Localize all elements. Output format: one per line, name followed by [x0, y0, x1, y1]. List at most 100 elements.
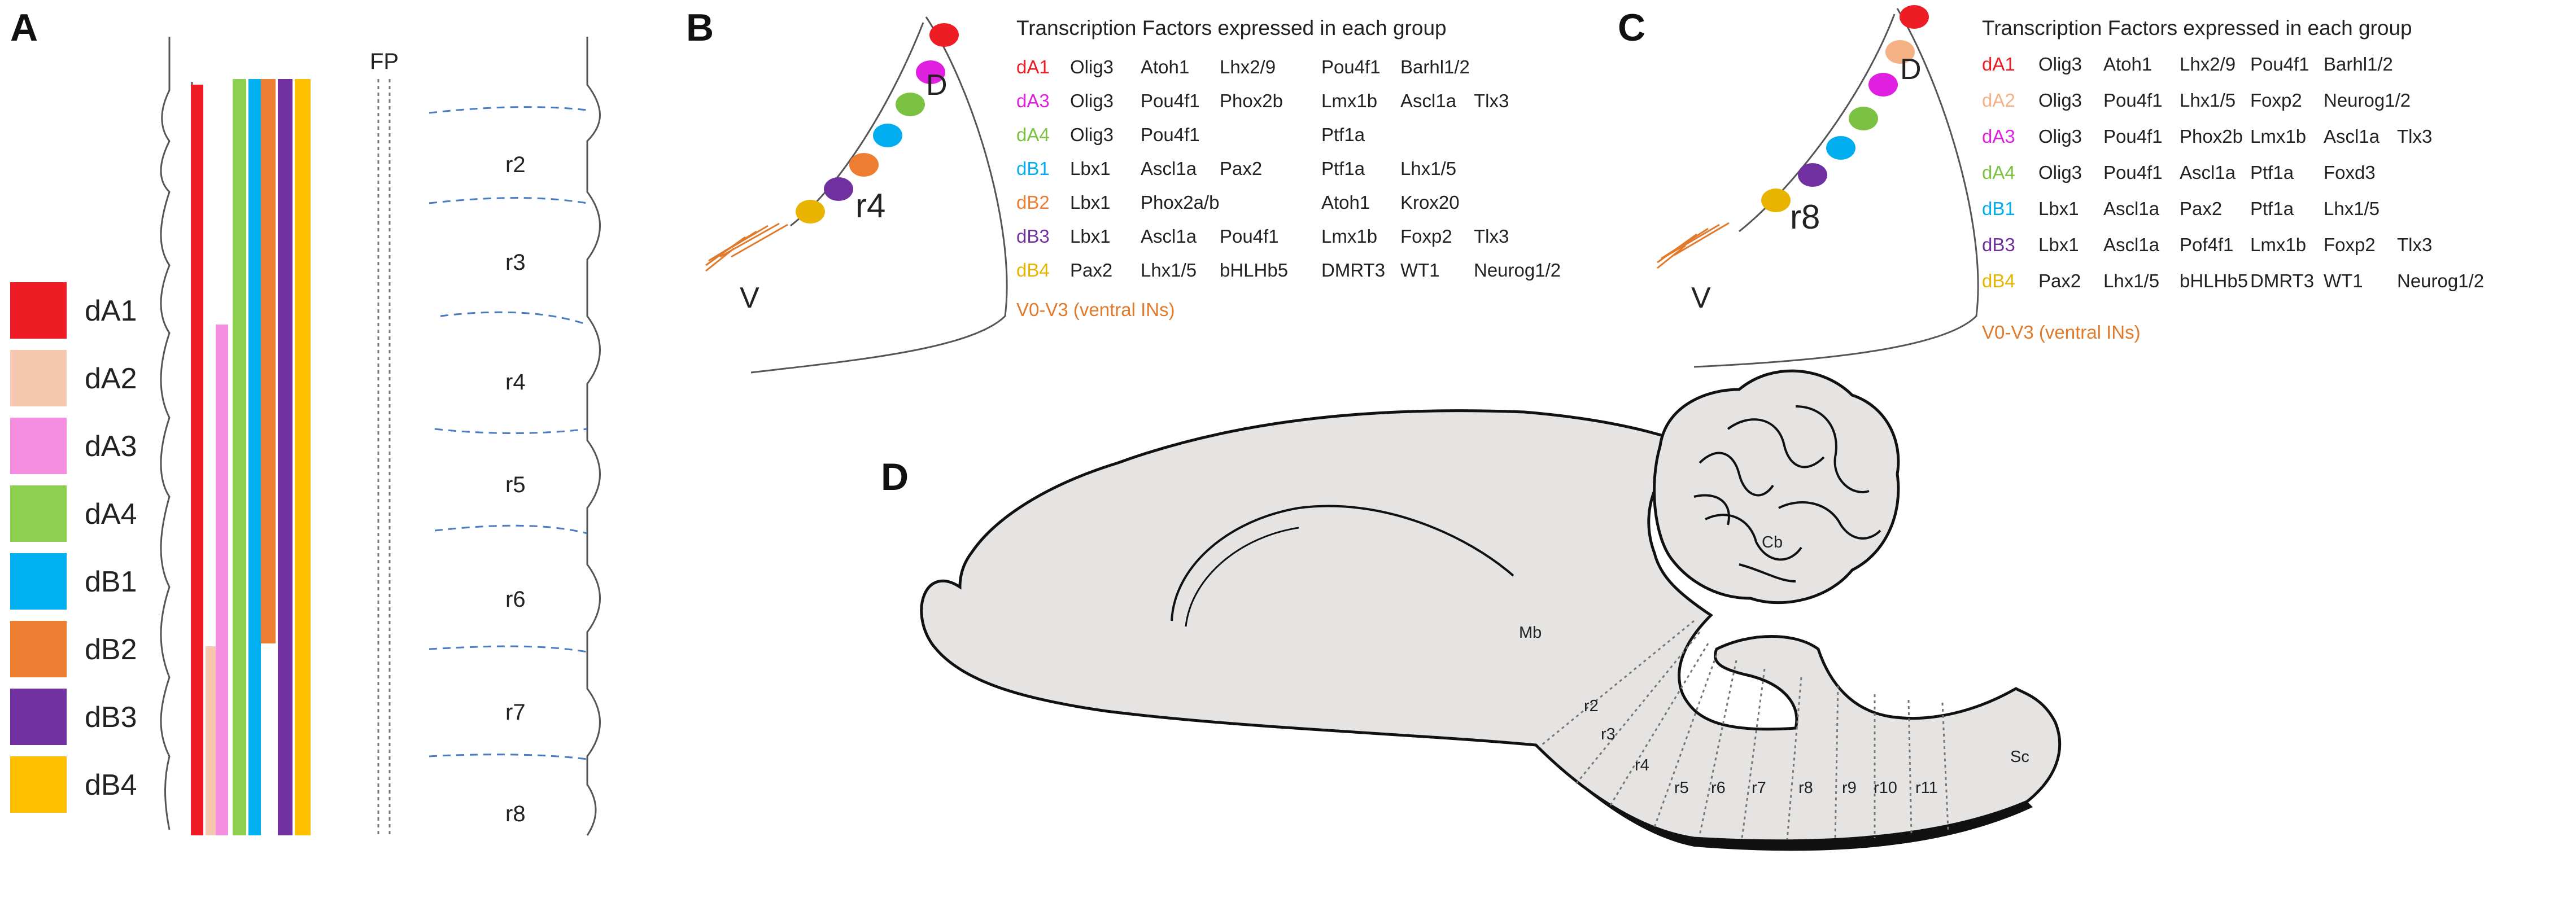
tf-gene: WT1	[2324, 270, 2363, 291]
tf-gene: Krox20	[1400, 192, 1460, 213]
cerebellar-folia	[1693, 405, 1881, 582]
rhombomere-boundaries	[429, 106, 588, 760]
legend-swatch-da3	[10, 418, 67, 474]
hindbrain-outline-left	[160, 37, 171, 830]
tf-gene: Olig3	[2038, 162, 2082, 183]
rhombomere-label: r6	[505, 587, 526, 612]
panel-c: C D r8 V Transcription Factors expressed…	[1618, 5, 2484, 368]
domain-column-da1	[191, 85, 203, 835]
r8-section-outline	[1693, 8, 1979, 368]
tf-gene: Lhx1/5	[1141, 260, 1197, 281]
progenitor-domain-da4	[1849, 107, 1878, 130]
tf-gene: Foxp2	[1400, 226, 1452, 247]
brain-rhombomere-label: r3	[1601, 725, 1616, 743]
legend-swatch-da4	[10, 485, 67, 542]
tf-group-da4: dA4	[1982, 162, 2015, 183]
ventral-hatch	[1657, 222, 1730, 269]
legend-label-da4: dA4	[85, 498, 137, 531]
tf-gene: bHLHb5	[2180, 270, 2248, 291]
tf-group-db4: dB4	[1016, 260, 1050, 281]
tf-gene: Atoh1	[1141, 56, 1189, 77]
progenitor-domain-da1	[929, 23, 959, 47]
tf-group-db3: dB3	[1982, 234, 2015, 255]
tf-gene: Barhl1/2	[2324, 54, 2393, 75]
brain-rhombomere-label: r6	[1711, 779, 1726, 797]
rhombomere-label: r5	[505, 472, 526, 497]
legend-swatch-db4	[10, 756, 67, 813]
tf-gene: Pou4f1	[1141, 124, 1200, 145]
tf-gene: Neurog1/2	[1474, 260, 1561, 281]
tf-heading: Transcription Factors expressed in each …	[1016, 16, 1447, 40]
tf-group-da2: dA2	[1982, 90, 2015, 111]
ventral-ins-label: V0-V3 (ventral INs)	[1982, 322, 2141, 343]
domain-column-da3	[216, 325, 228, 835]
tf-group-da4: dA4	[1016, 124, 1050, 145]
tf-gene: Foxp2	[2250, 90, 2302, 111]
ventral-ins-label: V0-V3 (ventral INs)	[1016, 299, 1175, 320]
progenitor-domain-db3	[824, 177, 853, 201]
legend-label-da2: dA2	[85, 362, 137, 395]
tf-gene: Ptf1a	[1321, 124, 1365, 145]
tf-gene: Olig3	[2038, 54, 2082, 75]
progenitor-domain-db4	[796, 200, 825, 224]
brain-rhombomere-label: r10	[1874, 779, 1897, 797]
floor-plate-label: FP	[370, 49, 399, 74]
midbrain-fold	[1171, 505, 1514, 621]
tf-gene: Pou4f1	[1141, 90, 1200, 111]
tf-gene: Pou4f1	[2250, 54, 2309, 75]
ventral-label: V	[1691, 282, 1711, 314]
tf-gene: Pax2	[1220, 158, 1262, 179]
tf-gene: Ascl1a	[2180, 162, 2236, 183]
progenitor-domain-db3	[1798, 163, 1827, 187]
tf-gene: Olig3	[2038, 126, 2082, 147]
tf-gene: Lhx1/5	[2103, 270, 2159, 291]
tf-gene: Lhx1/5	[2324, 198, 2379, 219]
tf-gene: Neurog1/2	[2324, 90, 2411, 111]
domain-column-db4	[295, 79, 311, 835]
tf-gene: Lhx1/5	[1400, 158, 1456, 179]
rhombomere-label: r8	[505, 801, 526, 826]
tf-gene: Lmx1b	[2250, 234, 2306, 255]
tf-group-db1: dB1	[1982, 198, 2015, 219]
tf-gene: Ascl1a	[1141, 158, 1197, 179]
brain-rhombomere-label: r4	[1635, 756, 1649, 774]
legend-swatch-db1	[10, 553, 67, 610]
tf-gene: Phox2a/b	[1141, 192, 1219, 213]
tf-gene: Barhl1/2	[1400, 56, 1470, 77]
tf-gene: Tlx3	[2397, 234, 2432, 255]
legend-swatch-db2	[10, 621, 67, 677]
tf-group-db1: dB1	[1016, 158, 1050, 179]
tf-gene: Pax2	[1070, 260, 1112, 281]
tf-gene: Olig3	[1070, 90, 1114, 111]
tf-gene: Neurog1/2	[2397, 270, 2484, 291]
tf-heading: Transcription Factors expressed in each …	[1982, 16, 2412, 40]
tf-gene: Olig3	[2038, 90, 2082, 111]
panel-d-letter: D	[881, 455, 909, 498]
tf-gene: Phox2b	[1220, 90, 1283, 111]
tf-gene: Lbx1	[1070, 192, 1111, 213]
tf-gene: Atoh1	[2103, 54, 2152, 75]
tf-gene: Olig3	[1070, 56, 1114, 77]
panel-a: A FP r2 r3 r4 r5 r6 r7 r8	[10, 6, 601, 836]
tf-gene: Pax2	[2038, 270, 2081, 291]
tf-group-da3: dA3	[1016, 90, 1050, 111]
progenitor-domain-db4	[1761, 189, 1791, 212]
tf-gene: Phox2b	[2180, 126, 2243, 147]
panel-d: D	[881, 369, 2062, 851]
legend-swatch-da2	[10, 350, 67, 406]
hindbrain-outline-right	[586, 37, 601, 836]
tf-gene: DMRT3	[2250, 270, 2314, 291]
panel-b-letter: B	[686, 6, 714, 49]
brain-rhombomere-label: r8	[1798, 779, 1813, 797]
tf-gene: Lmx1b	[1321, 226, 1377, 247]
tf-gene: Pax2	[2180, 198, 2222, 219]
tf-gene: Lbx1	[2038, 198, 2079, 219]
domain-column-da4	[233, 79, 246, 835]
brain-silhouette	[920, 409, 2062, 843]
domain-column-db2	[261, 79, 276, 643]
tf-gene: Ptf1a	[2250, 162, 2294, 183]
domain-column-da2	[206, 646, 216, 835]
tf-group-db2: dB2	[1016, 192, 1050, 213]
brain-rhombomere-label: r11	[1915, 779, 1938, 797]
legend-label-da3: dA3	[85, 430, 137, 463]
